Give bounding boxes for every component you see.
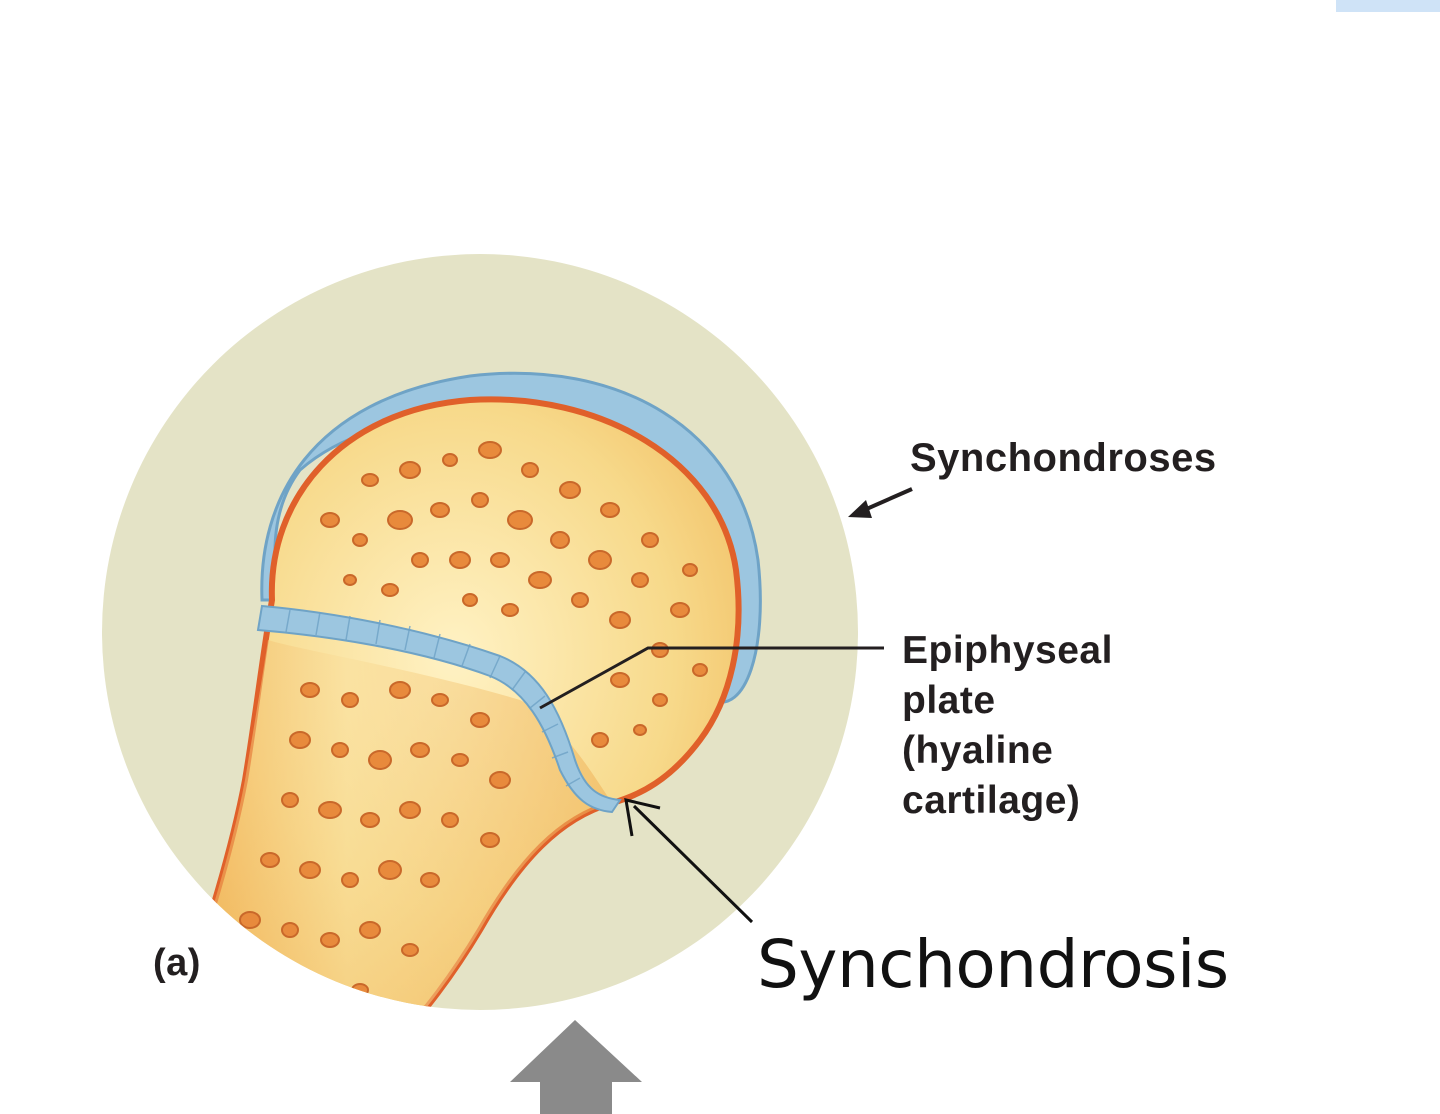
bone-pore: [480, 832, 500, 848]
corner-tab: [1336, 0, 1440, 12]
bone-pore: [387, 510, 413, 530]
bone-pore: [600, 502, 620, 518]
bone-pore: [271, 983, 289, 997]
bone-pore: [260, 852, 280, 868]
bone-pore: [631, 572, 649, 588]
bone-pore: [239, 911, 261, 929]
bone-pore: [431, 693, 449, 707]
bone-pore: [462, 593, 478, 607]
bone-pore: [318, 801, 342, 819]
epiphyseal-plate: [256, 604, 622, 814]
bone-pore: [309, 982, 331, 998]
bone-pore: [478, 441, 502, 459]
bone-pore: [670, 602, 690, 618]
bone-pore: [389, 681, 411, 699]
bone-pore: [281, 922, 299, 938]
bone-pore: [449, 551, 471, 569]
spongy-bone-pores: [230, 441, 708, 998]
synchondrosis-label: Synchondrosis: [757, 926, 1229, 1003]
bone-pore: [361, 473, 379, 487]
bone-pore: [378, 860, 402, 880]
bone-pore: [360, 812, 380, 828]
bone-shaft: [170, 640, 612, 1010]
bone-pore: [368, 750, 392, 770]
bone-pore: [300, 682, 320, 698]
bone-pore: [652, 693, 668, 707]
bone-pore: [651, 642, 669, 658]
bone-pore: [610, 672, 630, 688]
bone-pore: [230, 972, 250, 988]
epiphyseal-label-line-2: plate: [902, 679, 996, 722]
bone-pore: [507, 510, 533, 530]
bone-pore: [682, 563, 698, 577]
bone-pore: [588, 550, 612, 570]
bone-pore: [442, 453, 458, 467]
synchondroses-pointer-head: [848, 500, 872, 518]
bone-pore: [571, 592, 589, 608]
epiphyseal-label-line-4: cartilage): [902, 779, 1081, 822]
bone-pore: [331, 742, 349, 758]
up-arrow-shape: [510, 1020, 642, 1114]
bone-pore: [521, 462, 539, 478]
bone-pore: [341, 692, 359, 708]
epiphyseal-leader-line: [539, 646, 884, 710]
bone-pore: [550, 531, 570, 549]
bone-pore: [430, 502, 450, 518]
bone-pore: [441, 812, 459, 828]
bone-pore: [351, 983, 369, 997]
bone-pore: [359, 921, 381, 939]
synchondroses-label: Synchondroses: [910, 436, 1217, 480]
bone-pore: [420, 872, 440, 888]
bone-pore: [381, 583, 399, 597]
bone-pore: [289, 731, 311, 749]
bone-pore: [609, 611, 631, 629]
bone-pore: [692, 663, 708, 677]
synchondroses-pointer-line: [861, 487, 913, 513]
bone-pore: [559, 481, 581, 499]
epiphyseal-label-line-3: (hyaline: [902, 729, 1054, 772]
bone-pore: [299, 861, 321, 879]
bone-pore: [341, 872, 359, 888]
bone-pore: [352, 533, 368, 547]
bone-pore: [399, 801, 421, 819]
bone-pore: [489, 771, 511, 789]
synchondrosis-pointer-line: [632, 804, 754, 924]
bone-pore: [320, 512, 340, 528]
synchondrosis-pointer-head: [624, 798, 661, 837]
bone-pore: [470, 712, 490, 728]
bone-pore: [633, 724, 647, 736]
bone-pore: [528, 571, 552, 589]
bone-pore: [401, 943, 419, 957]
bone-pore: [501, 603, 519, 617]
bone-pore: [451, 753, 469, 767]
bone-pore: [471, 492, 489, 508]
bone-pore: [641, 532, 659, 548]
bone-pore: [410, 742, 430, 758]
epiphyseal-label-line-1: Epiphyseal: [902, 629, 1113, 672]
bone-pore: [343, 574, 357, 586]
bone-pore: [399, 461, 421, 479]
bone-pore: [281, 792, 299, 808]
panel-label: (a): [153, 942, 201, 984]
bone-pore: [411, 552, 429, 568]
bone-pore: [490, 552, 510, 568]
epiphyseal-plate-label: Epiphyseal plate (hyaline cartilage): [902, 626, 1113, 826]
plate-striations: [285, 609, 581, 787]
bone-pore: [591, 732, 609, 748]
bone-pore: [320, 932, 340, 948]
